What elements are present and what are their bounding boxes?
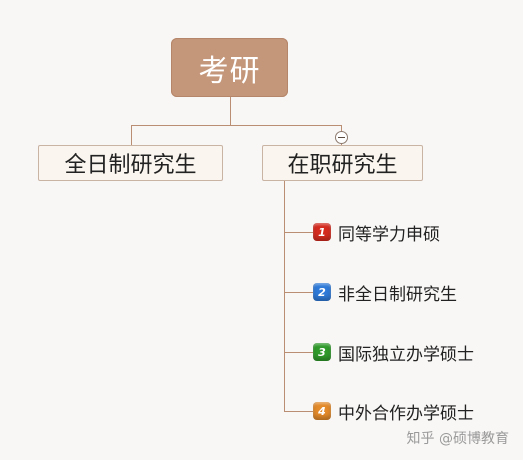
sub-item-label: 同等学力申硕 bbox=[338, 224, 440, 245]
number-4-icon: 4 bbox=[313, 402, 331, 420]
sub-item-label: 非全日制研究生 bbox=[338, 284, 457, 305]
connector-root-down bbox=[230, 97, 231, 125]
watermark: 知乎 @硕博教育 bbox=[406, 431, 509, 447]
sub-item-1[interactable]: 1 同等学力申硕 bbox=[313, 221, 440, 245]
root-node[interactable]: 考研 bbox=[171, 38, 288, 97]
sub-item-2[interactable]: 2 非全日制研究生 bbox=[313, 281, 457, 305]
sub-item-3[interactable]: 3 国际独立办学硕士 bbox=[313, 341, 474, 365]
number-3-icon: 3 bbox=[313, 343, 331, 361]
connector-item-3 bbox=[284, 352, 313, 353]
number-2-icon: 2 bbox=[313, 283, 331, 301]
sub-item-4[interactable]: 4 中外合作办学硕士 bbox=[313, 400, 474, 424]
root-node-label: 考研 bbox=[198, 53, 261, 89]
collapse-toggle-icon[interactable] bbox=[335, 131, 348, 144]
branch-node-label: 全日制研究生 bbox=[64, 153, 197, 178]
connector-horizontal bbox=[131, 125, 342, 126]
connector-vertical-spine bbox=[284, 181, 285, 412]
connector-item-2 bbox=[284, 292, 313, 293]
branch-node-label: 在职研究生 bbox=[287, 153, 398, 178]
connector-item-1 bbox=[284, 232, 313, 233]
number-1-icon: 1 bbox=[313, 223, 331, 241]
sub-item-label: 国际独立办学硕士 bbox=[338, 344, 474, 365]
connector-left-down bbox=[131, 125, 132, 145]
sub-item-label: 中外合作办学硕士 bbox=[338, 403, 474, 424]
branch-node-full-time[interactable]: 全日制研究生 bbox=[38, 145, 223, 181]
branch-node-in-service[interactable]: 在职研究生 bbox=[262, 145, 423, 181]
connector-item-4 bbox=[284, 411, 313, 412]
